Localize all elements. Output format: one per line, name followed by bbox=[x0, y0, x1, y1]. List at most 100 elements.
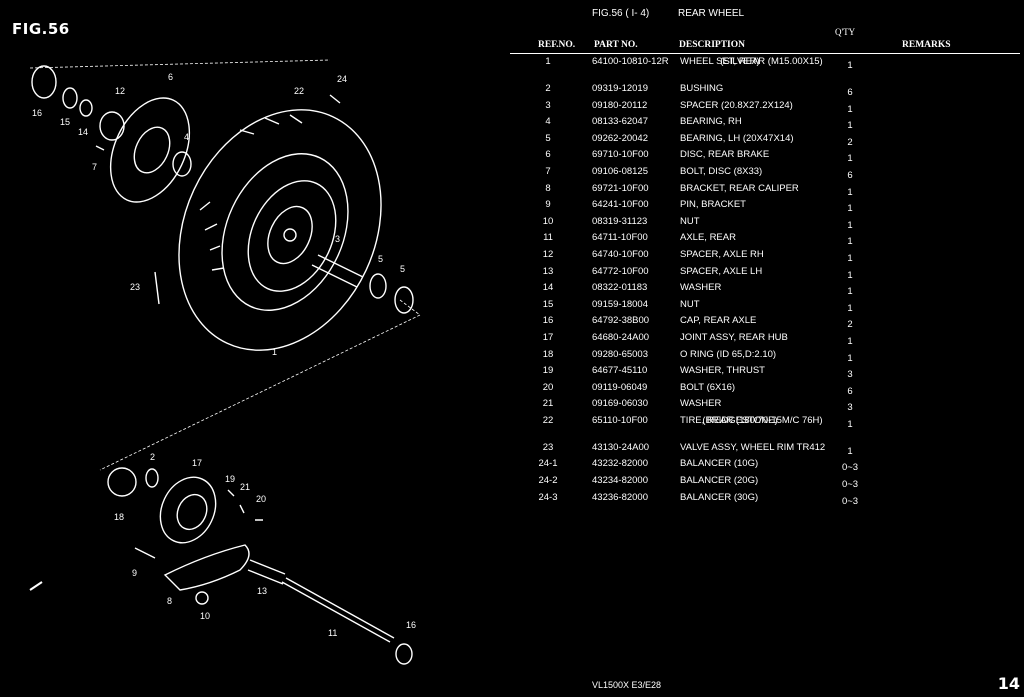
callout: 21 bbox=[240, 482, 250, 492]
part-no: 09319-12019 bbox=[592, 83, 648, 94]
callout: 16 bbox=[32, 108, 42, 118]
part-no: 64711-10F00 bbox=[592, 232, 648, 244]
quantity: 0~3 bbox=[841, 479, 859, 491]
callout: 6 bbox=[168, 72, 173, 82]
part-no: 09169-06030 bbox=[592, 398, 648, 410]
remarks-column-header: REMARKS bbox=[902, 40, 951, 50]
ref-no: 16 bbox=[542, 315, 554, 327]
callout: 7 bbox=[92, 162, 97, 172]
callout: 1 bbox=[272, 347, 277, 357]
ref-no: 21 bbox=[542, 398, 554, 410]
part-no: 08133-62047 bbox=[592, 116, 648, 128]
callout: 20 bbox=[256, 494, 266, 504]
callout: 10 bbox=[200, 611, 210, 621]
part-no: 43234-82000 bbox=[592, 475, 648, 487]
ref-no: 2 bbox=[545, 83, 551, 94]
part-no: 09159-18004 bbox=[592, 298, 648, 310]
callout: 11 bbox=[328, 628, 337, 638]
part-no: 09280-65003 bbox=[592, 348, 648, 360]
ref-no: 19 bbox=[542, 365, 554, 377]
desc-column-header: DESCRIPTION bbox=[679, 40, 745, 50]
part-no: 09119-06049 bbox=[592, 381, 648, 393]
callout: 19 bbox=[225, 474, 235, 484]
quantity: 1 bbox=[847, 418, 853, 430]
quantity: 0~3 bbox=[841, 495, 859, 507]
callout: 3 bbox=[335, 234, 340, 244]
qty-column-header: Q'TY bbox=[835, 27, 856, 37]
quantity: 1 bbox=[847, 186, 853, 198]
quantity: 1 bbox=[847, 352, 853, 364]
part-no: 64792-38B00 bbox=[592, 315, 650, 327]
ref-no: 22 bbox=[542, 414, 554, 426]
quantity: 1 bbox=[847, 302, 853, 314]
callout: 5 bbox=[400, 264, 405, 274]
ref-no: 3 bbox=[545, 99, 551, 111]
hub-caliper-illustration bbox=[29, 467, 413, 665]
ref-no: 14 bbox=[542, 282, 554, 294]
part-no: 43232-82000 bbox=[592, 458, 648, 470]
callout: 15 bbox=[60, 117, 70, 127]
part-no: 65110-10F00 bbox=[592, 414, 648, 426]
ref-no: 24-1 bbox=[538, 458, 558, 470]
quantity: 3 bbox=[847, 369, 853, 381]
ref-column-header: REF.NO. bbox=[538, 40, 576, 50]
part-no: 08322-01183 bbox=[592, 282, 648, 294]
part-no: 64740-10F00 bbox=[592, 248, 649, 260]
part-no: 64100-10810-12R bbox=[592, 56, 669, 67]
quantity: 1 bbox=[847, 153, 853, 165]
part-no: 69721-10F00 bbox=[592, 182, 649, 194]
quantity: 1 bbox=[847, 103, 853, 115]
model-footer: VL1500X E3/E28 bbox=[592, 680, 662, 690]
callout: 17 bbox=[192, 458, 202, 468]
callout: 18 bbox=[114, 512, 124, 522]
part-no: 43130-24A00 bbox=[592, 441, 650, 453]
callout: 22 bbox=[294, 86, 304, 96]
wheel-assembly-illustration bbox=[29, 59, 421, 471]
quantity: 1 bbox=[847, 335, 853, 347]
quantity: 1 bbox=[847, 252, 853, 264]
quantity: 1 bbox=[847, 60, 853, 71]
part-no: 09106-08125 bbox=[592, 165, 648, 177]
callout: 23 bbox=[130, 282, 140, 292]
part-no: 64772-10F00 bbox=[592, 265, 649, 277]
ref-no: 17 bbox=[542, 331, 554, 343]
part-no: 09180-20112 bbox=[592, 99, 648, 111]
callout: 4 bbox=[184, 132, 189, 142]
part-no: 69710-10F00 bbox=[592, 149, 649, 161]
part-no: 09262-20042 bbox=[592, 132, 648, 144]
callout: 16 bbox=[406, 620, 416, 630]
ref-no: 5 bbox=[545, 132, 551, 144]
callout: 9 bbox=[132, 568, 137, 578]
callout: 14 bbox=[78, 127, 88, 137]
ref-no: 11 bbox=[543, 232, 553, 244]
quantity: 1 bbox=[847, 286, 853, 298]
quantity: 0~3 bbox=[841, 462, 859, 474]
quantity: 6 bbox=[847, 87, 853, 98]
figure-title: REAR WHEEL bbox=[678, 8, 745, 19]
part-no: 64677-45110 bbox=[592, 365, 648, 377]
quantity: 2 bbox=[847, 319, 853, 331]
callout: 12 bbox=[115, 86, 125, 96]
callout: 13 bbox=[257, 586, 267, 596]
figure-ref: FIG.56 ( I- 4) bbox=[592, 8, 650, 19]
ref-no: 6 bbox=[545, 149, 551, 161]
part-no: 64241-10F00 bbox=[592, 199, 649, 211]
quantity: 2 bbox=[847, 136, 853, 148]
part-no: 43236-82000 bbox=[592, 491, 648, 503]
